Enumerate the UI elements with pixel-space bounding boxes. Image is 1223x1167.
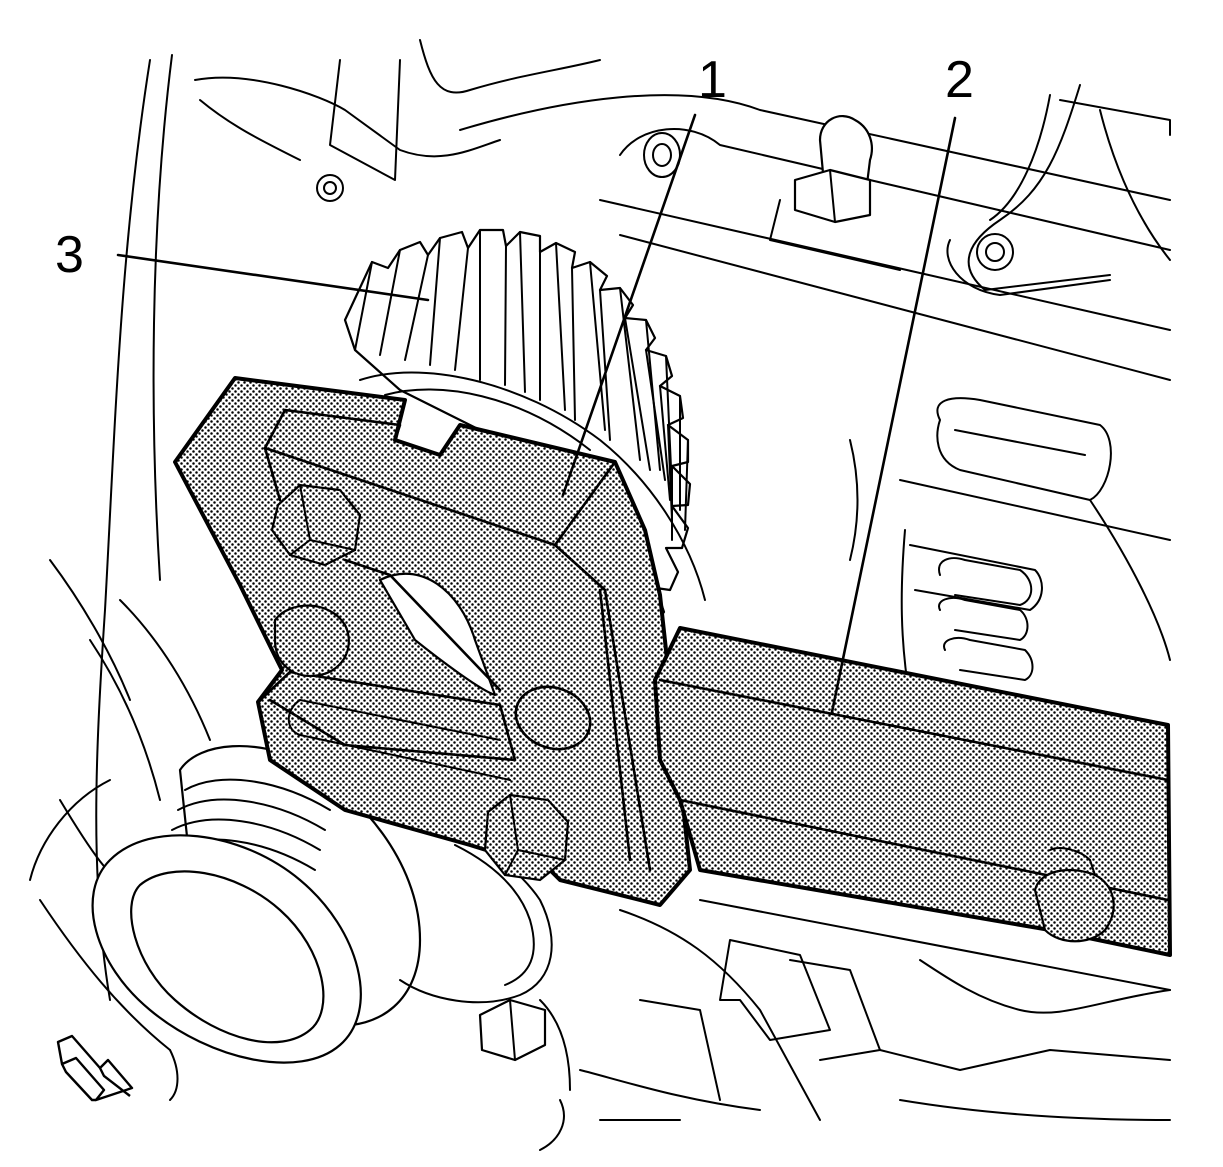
tool-bolt-middle [273,604,350,678]
tool-bolt-upper [270,483,362,567]
bar-bolt [1033,847,1115,943]
tool-bolt-lower [483,793,570,882]
engine-block-lines [29,39,1171,1151]
callout-1: 1 [698,51,727,109]
callout-3: 3 [55,226,84,284]
callout-leaders [116,113,957,714]
holding-tool [173,376,692,907]
callout-2: 2 [945,51,974,109]
holding-bar [653,626,1172,957]
front-direction-arrow-icon [56,1034,134,1102]
callout-labels: 1 2 3 [55,51,974,284]
